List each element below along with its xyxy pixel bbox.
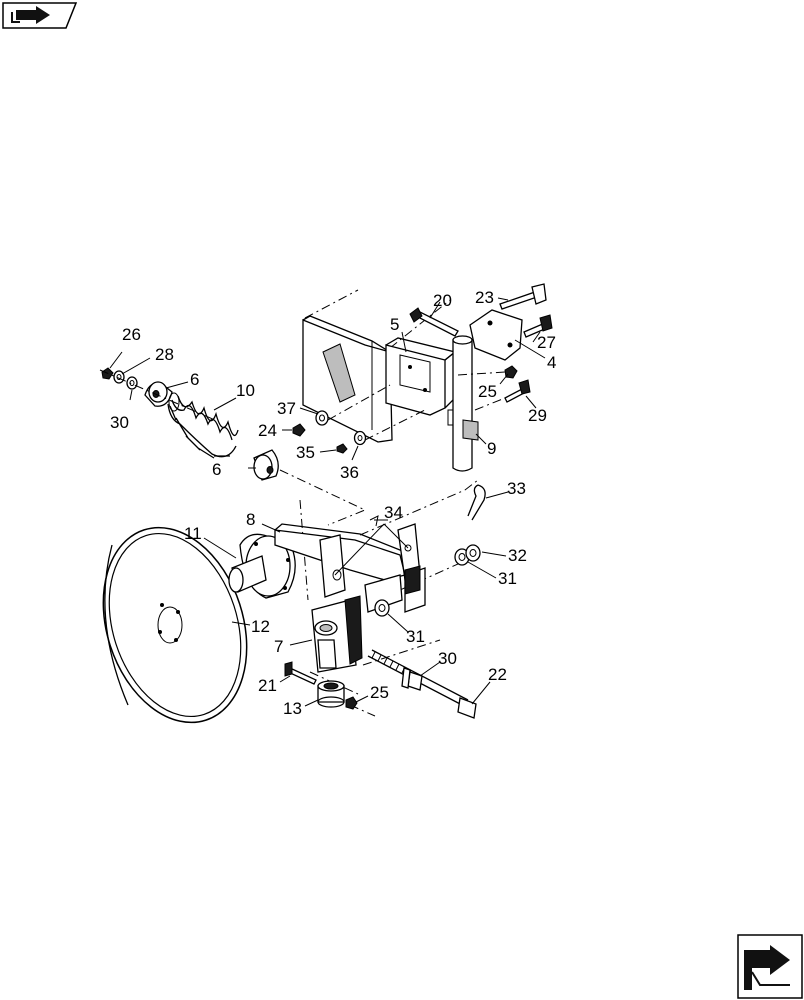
washer-28 <box>113 370 125 384</box>
callout-32: 32 <box>508 546 527 565</box>
callout-30-right: 30 <box>438 649 457 668</box>
callout-29: 29 <box>528 406 547 425</box>
callout-28: 28 <box>155 345 174 364</box>
spring-cap-upper <box>144 381 173 407</box>
bolt-20 <box>409 307 459 337</box>
callout-5: 5 <box>390 315 399 334</box>
bolt-29 <box>504 379 531 403</box>
page-turn-arrow-icon[interactable] <box>737 934 803 999</box>
nut-24 <box>292 423 306 437</box>
callout-37: 37 <box>277 399 296 418</box>
callout-31-lower: 31 <box>406 627 425 646</box>
callout-12: 12 <box>251 617 270 636</box>
callout-25-lower: 25 <box>370 683 389 702</box>
callout-4: 4 <box>547 353 556 372</box>
callout-36: 36 <box>340 463 359 482</box>
pivot-tube <box>311 595 363 673</box>
nut-25-lower <box>345 696 358 710</box>
bolt-27 <box>523 314 553 338</box>
nut-35 <box>336 443 348 454</box>
washer-30-left <box>126 376 138 390</box>
callout-30-left: 30 <box>110 413 129 432</box>
bolt-21 <box>284 661 317 685</box>
callout-22: 22 <box>488 665 507 684</box>
callout-7: 7 <box>274 637 283 656</box>
leader-lines <box>109 297 546 707</box>
callout-23: 23 <box>475 288 494 307</box>
yoke-bracket <box>364 515 426 613</box>
callout-25-upper: 25 <box>478 382 497 401</box>
callout-11: 11 <box>184 524 202 543</box>
bracket-block <box>385 337 457 416</box>
book-arrow-icon[interactable] <box>2 2 78 29</box>
spring-cap-lower <box>253 449 279 481</box>
long-bolt-22 <box>367 649 477 719</box>
washer-32 <box>465 544 481 562</box>
top-plate <box>469 309 523 361</box>
callout-34: 34 <box>384 503 403 522</box>
callout-labels: 26 28 6 10 30 37 24 35 36 6 5 20 23 27 4… <box>110 288 556 718</box>
callout-6-lower: 6 <box>212 460 221 479</box>
collar <box>317 680 345 708</box>
callout-31-upper: 31 <box>498 569 517 588</box>
callout-9: 9 <box>487 439 496 458</box>
spring-10 <box>167 392 239 459</box>
callout-10: 10 <box>236 381 255 400</box>
callout-21: 21 <box>258 676 277 695</box>
callout-13: 13 <box>283 699 302 718</box>
disc-blade <box>102 526 248 724</box>
arm <box>274 523 406 598</box>
washer-36 <box>353 430 367 446</box>
hub <box>228 533 296 599</box>
nut-25-upper <box>504 365 518 379</box>
washer-37 <box>315 410 329 426</box>
bolt-23 <box>499 283 547 310</box>
callout-27: 27 <box>537 333 556 352</box>
callout-8: 8 <box>246 510 255 529</box>
callout-24: 24 <box>258 421 277 440</box>
callout-20: 20 <box>433 291 452 310</box>
callout-33: 33 <box>507 479 526 498</box>
callout-26: 26 <box>122 325 141 344</box>
callout-6-upper: 6 <box>190 370 199 389</box>
callout-35: 35 <box>296 443 315 462</box>
washer-31-lower <box>374 599 390 617</box>
cotter-pin-33 <box>467 484 486 521</box>
vertical-pin <box>447 335 479 472</box>
